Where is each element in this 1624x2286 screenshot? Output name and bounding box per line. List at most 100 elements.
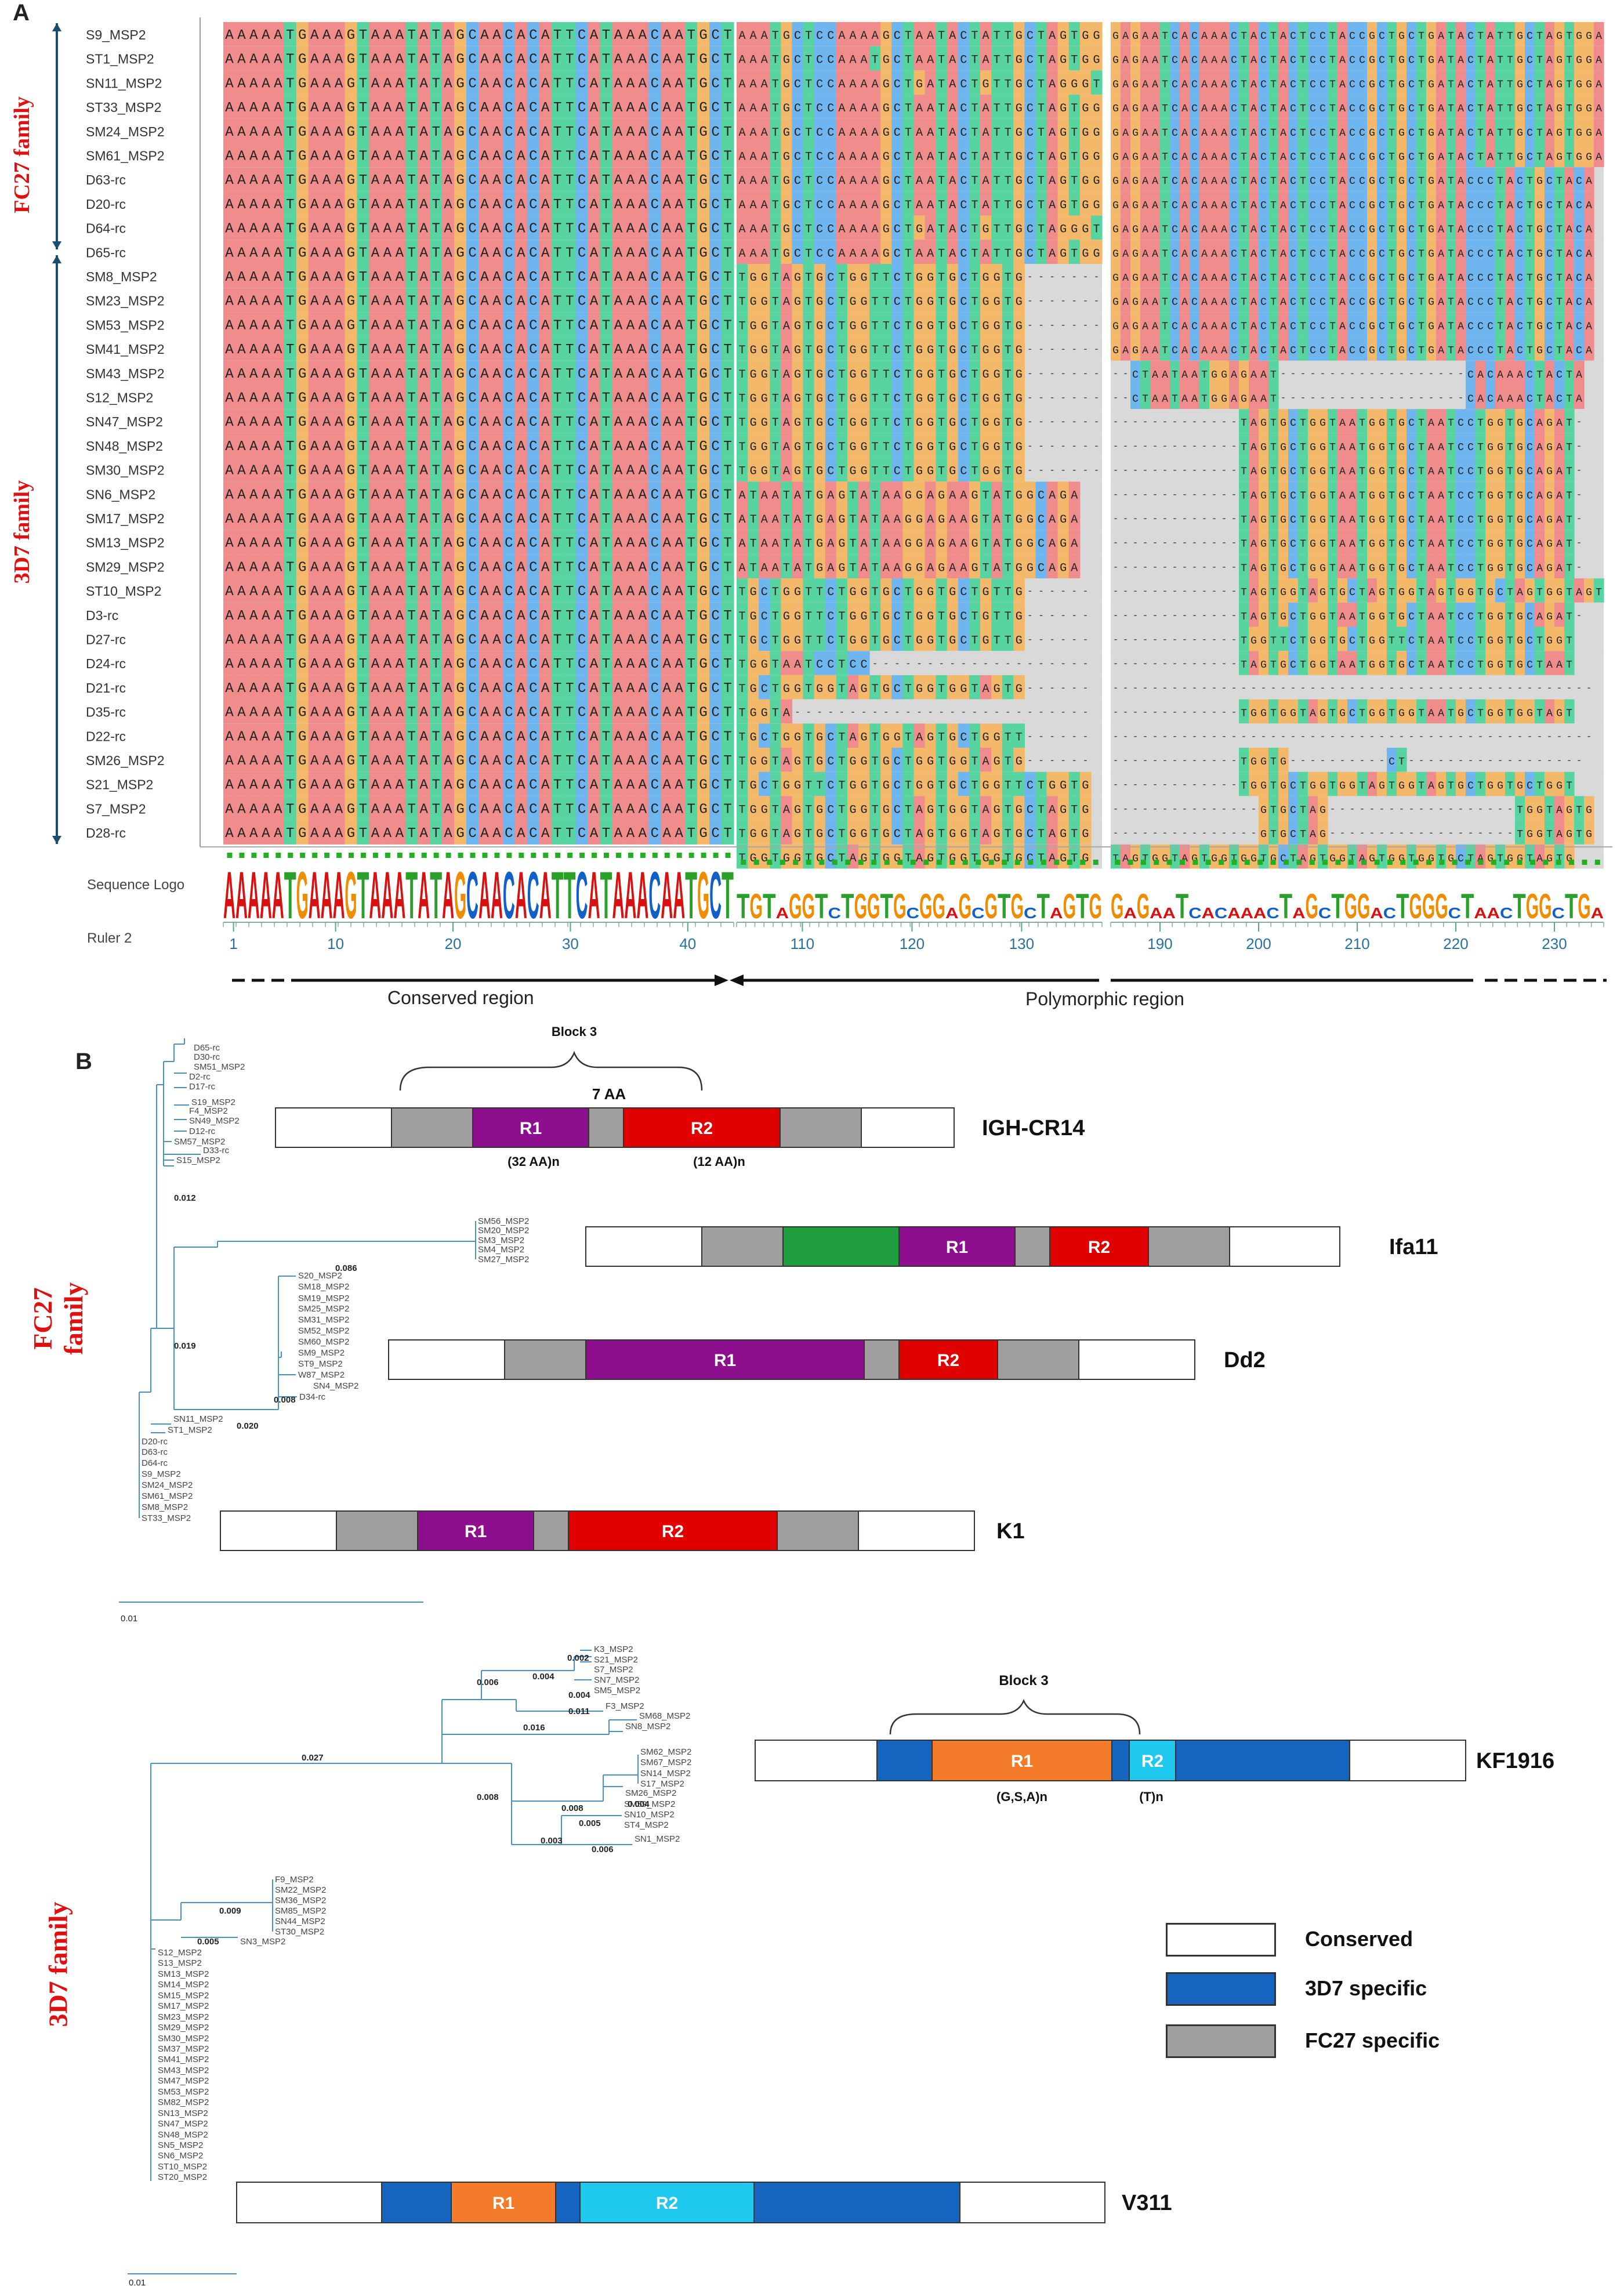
nucleotide: C xyxy=(468,270,476,285)
sequence-name: D28-rc xyxy=(86,825,126,841)
nucleotide: A xyxy=(225,536,234,552)
nucleotide: A xyxy=(310,367,319,382)
nucleotide: T xyxy=(687,608,695,624)
nucleotide: A xyxy=(541,705,550,721)
nucleotide: T xyxy=(994,223,1000,237)
nucleotide: T xyxy=(1005,561,1012,575)
nucleotide: G xyxy=(916,586,923,599)
gap: - xyxy=(1083,318,1087,330)
nucleotide: A xyxy=(420,802,429,817)
nucleotide: A xyxy=(322,342,331,358)
gap: - xyxy=(1050,318,1054,330)
nucleotide: A xyxy=(492,367,501,382)
nucleotide: A xyxy=(383,778,392,794)
nucleotide: A xyxy=(541,439,550,455)
nucleotide: G xyxy=(347,222,355,237)
nucleotide: T xyxy=(971,271,978,285)
nucleotide: T xyxy=(553,28,561,44)
nucleotide: G xyxy=(1016,78,1023,91)
nucleotide: T xyxy=(1038,126,1045,140)
nucleotide: T xyxy=(1071,151,1078,164)
nucleotide: A xyxy=(420,439,429,455)
nucleotide: G xyxy=(298,681,306,697)
nucleotide: A xyxy=(590,100,599,116)
nucleotide: C xyxy=(468,318,476,334)
nucleotide: A xyxy=(310,318,319,334)
nucleotide: T xyxy=(359,318,367,334)
nucleotide: T xyxy=(872,416,879,430)
nucleotide: A xyxy=(1049,126,1056,140)
nucleotide: C xyxy=(960,393,967,406)
nucleotide: A xyxy=(492,826,501,842)
nucleotide: A xyxy=(614,681,623,697)
nucleotide: T xyxy=(872,780,879,793)
nucleotide: T xyxy=(553,826,561,842)
nucleotide: A xyxy=(444,173,452,189)
gap: - xyxy=(929,657,932,669)
nucleotide: A xyxy=(1049,223,1056,237)
nucleotide: A xyxy=(927,199,934,212)
nucleotide: A xyxy=(492,100,501,116)
nucleotide: G xyxy=(456,512,464,527)
nucleotide: T xyxy=(1005,441,1012,454)
nucleotide: G xyxy=(1071,78,1078,91)
nucleotide: A xyxy=(420,463,429,479)
nucleotide: A xyxy=(371,560,380,575)
nucleotide: G xyxy=(347,584,355,600)
nucleotide: T xyxy=(359,222,367,237)
gap: - xyxy=(1072,585,1076,596)
nucleotide: C xyxy=(468,584,476,600)
nucleotide: G xyxy=(347,657,355,672)
nucleotide: A xyxy=(237,778,246,794)
nucleotide: T xyxy=(905,151,912,164)
nucleotide: T xyxy=(566,681,574,697)
nucleotide: C xyxy=(894,755,901,769)
nucleotide: T xyxy=(805,223,812,237)
nucleotide: C xyxy=(468,149,476,165)
nucleotide: T xyxy=(872,610,879,624)
nucleotide: A xyxy=(371,512,380,527)
nucleotide: T xyxy=(1005,199,1012,212)
nucleotide: G xyxy=(1016,393,1023,406)
gap: - xyxy=(1061,440,1065,451)
gap: - xyxy=(1072,295,1076,306)
nucleotide: C xyxy=(651,125,659,140)
nucleotide: G xyxy=(298,439,306,455)
nucleotide: G xyxy=(794,320,801,333)
nucleotide: T xyxy=(872,538,879,551)
nucleotide: G xyxy=(761,320,768,333)
nucleotide: A xyxy=(420,294,429,310)
nucleotide: T xyxy=(723,463,731,479)
nucleotide: G xyxy=(456,681,464,697)
nucleotide: C xyxy=(578,76,586,92)
nucleotide: T xyxy=(938,441,945,454)
nucleotide: T xyxy=(739,707,746,720)
nucleotide: T xyxy=(805,465,812,479)
nucleotide: G xyxy=(1082,78,1089,91)
nucleotide: G xyxy=(949,441,956,454)
nucleotide: C xyxy=(711,391,719,407)
nucleotide: G xyxy=(1027,489,1034,502)
nucleotide: T xyxy=(739,393,746,406)
nucleotide: G xyxy=(905,561,912,575)
nucleotide: A xyxy=(237,52,246,68)
nucleotide: T xyxy=(971,320,978,333)
nucleotide: T xyxy=(883,393,890,406)
nucleotide: G xyxy=(298,149,306,165)
gap: - xyxy=(1028,464,1032,476)
nucleotide: G xyxy=(1060,780,1067,793)
nucleotide: T xyxy=(1005,30,1012,43)
nucleotide: G xyxy=(761,707,768,720)
nucleotide: G xyxy=(1016,538,1023,551)
nucleotide: A xyxy=(639,318,647,334)
nucleotide: G xyxy=(1016,610,1023,624)
nucleotide: G xyxy=(750,658,757,672)
nucleotide: T xyxy=(994,30,1000,43)
nucleotide: G xyxy=(347,439,355,455)
gap: - xyxy=(1006,657,1010,669)
nucleotide: A xyxy=(310,753,319,769)
nucleotide: G xyxy=(905,538,912,551)
nucleotide: A xyxy=(396,318,404,334)
nucleotide: T xyxy=(566,415,574,430)
nucleotide: G xyxy=(456,729,464,745)
